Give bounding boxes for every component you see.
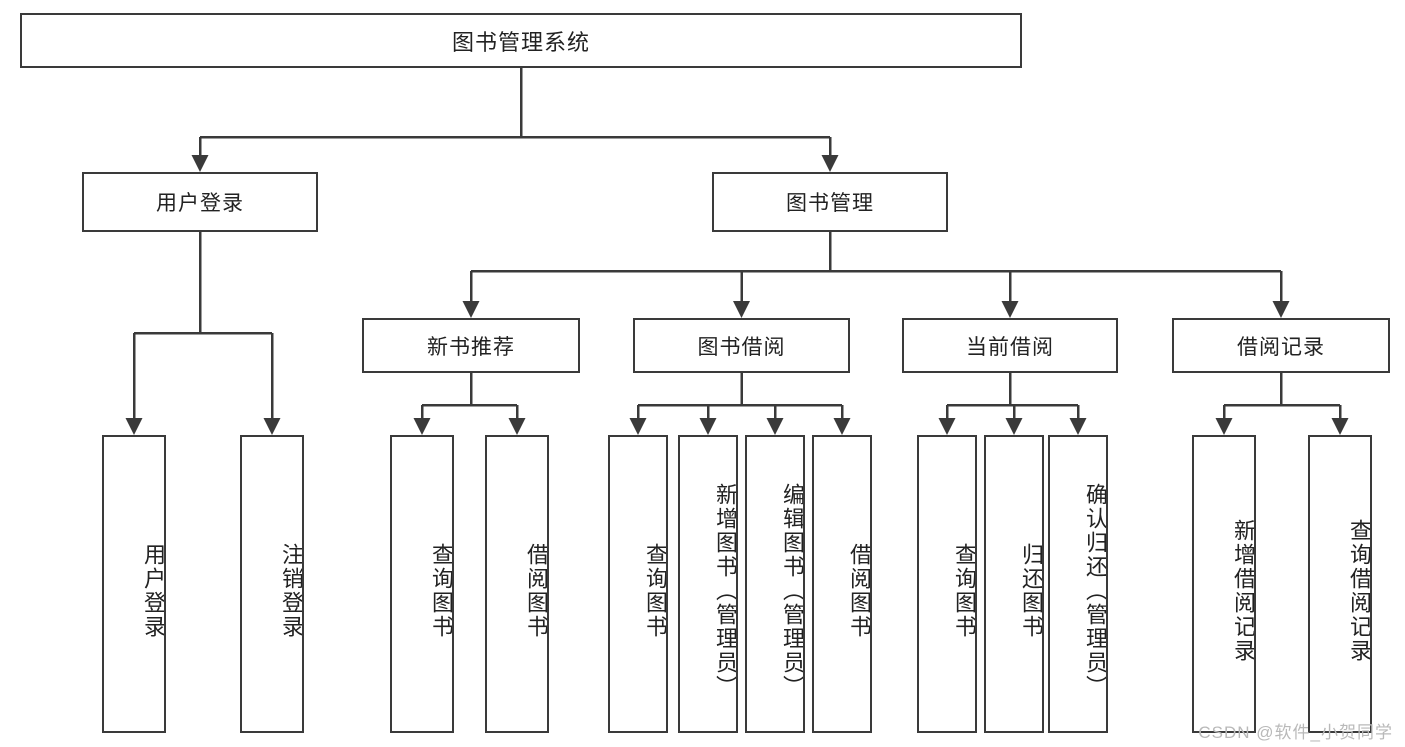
node-label: 图书管理	[786, 192, 874, 215]
node-leaf-edit-book-admin[interactable]: 编辑图书（管理员）	[745, 435, 805, 733]
node-label: 新增图书（管理员）	[713, 483, 738, 699]
node-label: 用户登录	[141, 543, 166, 639]
node-leaf-add-book-admin[interactable]: 新增图书（管理员）	[678, 435, 738, 733]
node-root-book-management-system[interactable]: 图书管理系统	[20, 13, 1022, 68]
node-label: 图书借阅	[697, 335, 786, 359]
node-label: 查询借阅记录	[1347, 519, 1372, 663]
node-leaf-borrow-book-1[interactable]: 借阅图书	[485, 435, 549, 733]
node-label: 查询图书	[952, 543, 977, 639]
node-label: 确认归还（管理员）	[1083, 483, 1108, 699]
node-label: 图书管理系统	[451, 29, 590, 55]
node-leaf-confirm-return-admin[interactable]: 确认归还（管理员）	[1048, 435, 1108, 733]
node-label: 查询图书	[643, 543, 668, 639]
node-leaf-query-book-1[interactable]: 查询图书	[390, 435, 454, 733]
node-book-management[interactable]: 图书管理	[712, 172, 948, 232]
node-leaf-borrow-book-2[interactable]: 借阅图书	[812, 435, 872, 733]
node-book-borrow[interactable]: 图书借阅	[633, 318, 850, 373]
node-label: 用户登录	[156, 192, 244, 215]
node-label: 注销登录	[279, 543, 304, 639]
node-label: 当前借阅	[966, 335, 1054, 359]
node-borrow-record[interactable]: 借阅记录	[1172, 318, 1390, 373]
node-leaf-add-borrow-record[interactable]: 新增借阅记录	[1192, 435, 1256, 733]
node-label: 查询图书	[429, 543, 454, 639]
node-leaf-query-borrow-record[interactable]: 查询借阅记录	[1308, 435, 1372, 733]
node-leaf-query-book-3[interactable]: 查询图书	[917, 435, 977, 733]
node-current-borrow[interactable]: 当前借阅	[902, 318, 1118, 373]
node-leaf-query-book-2[interactable]: 查询图书	[608, 435, 668, 733]
node-leaf-logout[interactable]: 注销登录	[240, 435, 304, 733]
node-leaf-return-book[interactable]: 归还图书	[984, 435, 1044, 733]
node-user-login[interactable]: 用户登录	[82, 172, 318, 232]
node-label: 归还图书	[1019, 543, 1044, 639]
node-leaf-user-login[interactable]: 用户登录	[102, 435, 166, 733]
node-label: 编辑图书（管理员）	[780, 483, 805, 699]
node-label: 新书推荐	[427, 335, 515, 359]
node-label: 新增借阅记录	[1231, 519, 1256, 663]
watermark-text: CSDN @软件_小贺同学	[1198, 723, 1393, 742]
node-new-book-recommend[interactable]: 新书推荐	[362, 318, 580, 373]
node-label: 借阅记录	[1237, 335, 1325, 359]
node-label: 借阅图书	[524, 543, 549, 639]
node-label: 借阅图书	[847, 543, 872, 639]
